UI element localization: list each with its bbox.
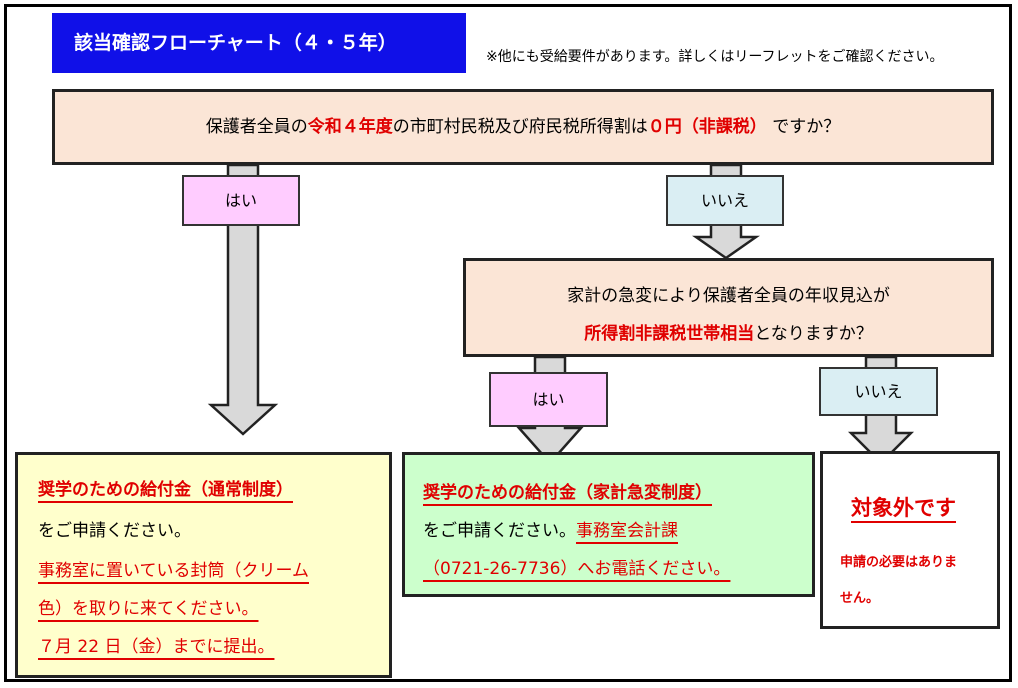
label-yes-2: はい	[489, 372, 608, 427]
result-none-line-2: 申請の必要はありま	[840, 555, 958, 570]
q2-line-2-rest: となりますか？	[754, 324, 873, 344]
result-none-heading: 対象外です	[851, 496, 956, 520]
result-sudden-line-2b: 事務室会計課	[576, 521, 678, 541]
result-sudden-box: 奨学のための給付金（家計急変制度） をご申請ください。事務室会計課 （0721-…	[402, 452, 815, 597]
q1-text-4: ０円（非課税）	[647, 117, 767, 137]
label-no-1: いいえ	[666, 175, 784, 226]
result-none-line-3: せん。	[840, 591, 880, 606]
result-regular-box: 奨学のための給付金（通常制度） をご申請ください。 事務室に置いている封筒（クリ…	[15, 452, 392, 678]
result-regular-line-4: 色）を取りに来てください。	[38, 599, 259, 619]
result-regular-heading: 奨学のための給付金（通常制度）	[38, 480, 293, 500]
q1-text-1: 保護者全員の	[205, 117, 308, 137]
question-1-box: 保護者全員の令和４年度の市町村民税及び府民税所得割は０円（非課税） ですか？	[52, 89, 994, 165]
result-regular-line-2: をご申請ください。	[38, 521, 191, 541]
result-none-box: 対象外です 申請の必要はありま せん。	[820, 451, 1000, 629]
requirements-note: ※他にも受給要件があります。詳しくはリーフレットをご確認ください。	[486, 49, 944, 65]
question-2-box: 家計の急変により保護者全員の年収見込が 所得割非課税世帯相当となりますか？	[463, 258, 994, 357]
label-no-2: いいえ	[819, 367, 938, 416]
q1-text-3: の市町村民税及び府民税所得割は	[392, 117, 648, 137]
page-frame	[4, 4, 1012, 682]
q1-text-5: ですか？	[772, 117, 841, 137]
q2-line-1: 家計の急変により保護者全員の年収見込が	[567, 286, 890, 306]
result-sudden-line-2a: をご申請ください。	[423, 521, 576, 541]
q2-line-2-red: 所得割非課税世帯相当	[584, 324, 755, 344]
result-regular-line-5: ７月 22 日（金）までに提出。	[38, 637, 275, 657]
result-sudden-line-2: をご申請ください。事務室会計課	[423, 516, 678, 541]
q2-line-2: 所得割非課税世帯相当となりますか？	[466, 319, 991, 344]
page-title: 該当確認フローチャート（４・５年）	[52, 13, 466, 73]
result-sudden-heading: 奨学のための給付金（家計急変制度）	[423, 483, 712, 503]
label-yes-1: はい	[182, 175, 300, 226]
result-regular-line-3: 事務室に置いている封筒（クリーム	[38, 561, 309, 581]
q1-text-2: 令和４年度	[307, 117, 393, 137]
result-sudden-line-3: （0721-26-7736）へお電話ください。	[423, 559, 731, 579]
